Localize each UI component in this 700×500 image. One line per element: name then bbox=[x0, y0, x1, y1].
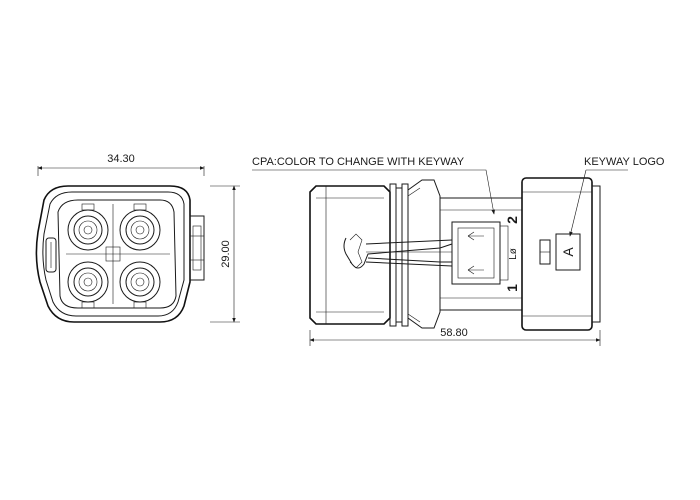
terminal-cavity-bottom-left bbox=[67, 261, 109, 303]
height-dimension-label: 29.00 bbox=[220, 240, 232, 268]
front-view bbox=[35, 166, 240, 323]
width-dimension-label: 34.30 bbox=[107, 153, 135, 165]
logo-marking: Lø bbox=[508, 248, 519, 260]
length-dimension-label: 58.80 bbox=[440, 327, 468, 339]
terminal-cavity-top-right bbox=[119, 209, 161, 251]
cpa-callout-label: CPA:COLOR TO CHANGE WITH KEYWAY bbox=[252, 156, 465, 168]
keyway-logo-callout-label: KEYWAY LOGO bbox=[584, 156, 665, 168]
terminal-cavity-top-left bbox=[67, 209, 109, 251]
side-view bbox=[252, 169, 628, 346]
terminal-cavity-bottom-right bbox=[119, 261, 161, 303]
pin-1-marking: 1 bbox=[504, 284, 520, 292]
pin-2-marking: 2 bbox=[504, 216, 520, 224]
keyway-letter-marking: A bbox=[560, 247, 576, 257]
